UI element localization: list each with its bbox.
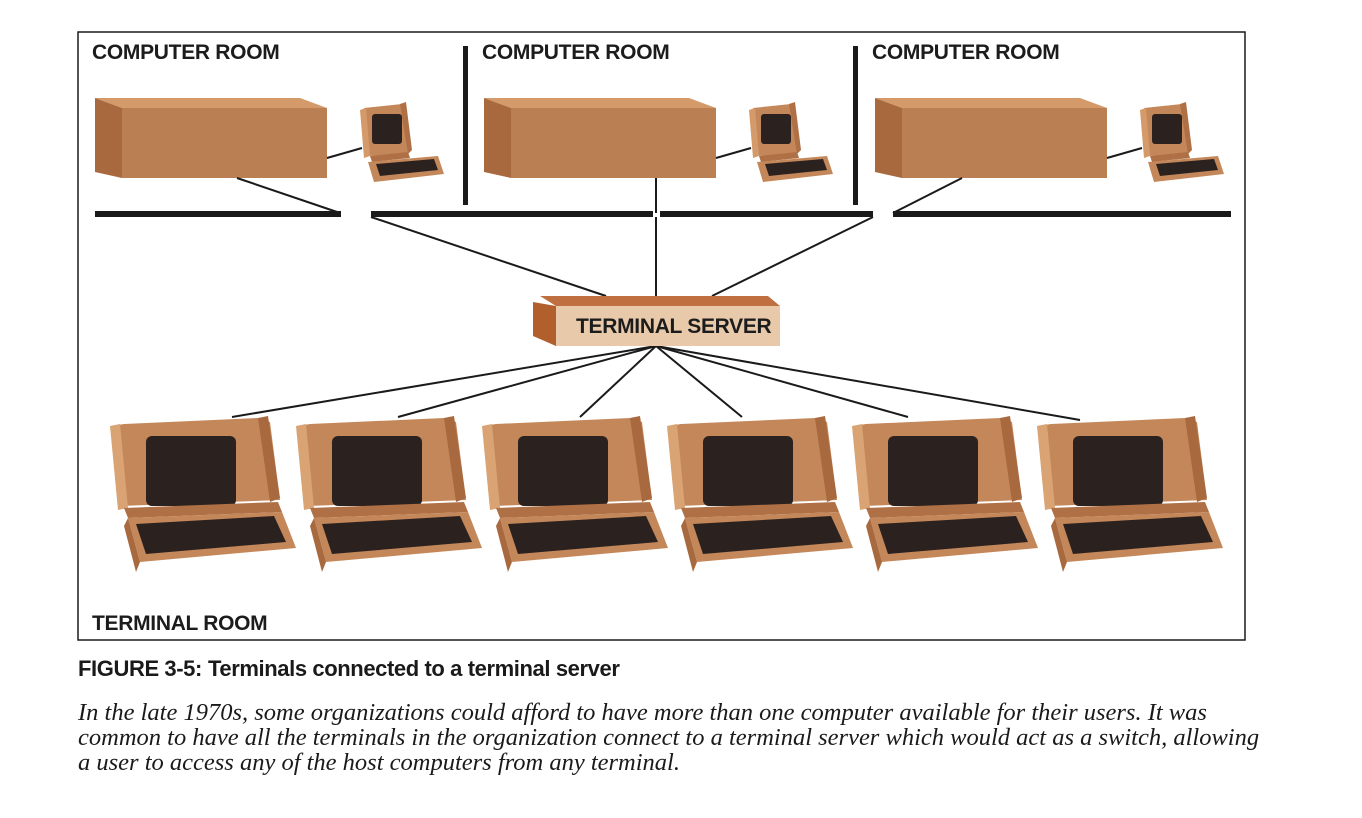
terminal-server-label: TERMINAL SERVER	[576, 315, 772, 338]
room-divider	[853, 46, 858, 205]
figure-number: FIGURE 3-5:	[78, 656, 202, 681]
terminal	[110, 416, 296, 572]
terminal	[1037, 416, 1223, 572]
host-computer	[95, 98, 327, 178]
connection-lines	[370, 216, 874, 297]
console-terminal	[1140, 102, 1224, 182]
terminal	[482, 416, 668, 572]
terminal-server	[533, 296, 780, 346]
room-divider	[463, 46, 468, 205]
bus-line	[660, 211, 873, 217]
terminal	[667, 416, 853, 572]
computer-room-label: COMPUTER ROOM	[482, 41, 669, 64]
diagram-frame	[77, 31, 1246, 641]
host-computer	[484, 98, 716, 178]
console-terminal	[749, 102, 833, 182]
bus-line	[371, 211, 653, 217]
terminal	[852, 416, 1038, 572]
bus-line	[893, 211, 1231, 217]
figure-caption: In the late 1970s, some organizations co…	[78, 699, 1260, 776]
terminal-room-label: TERMINAL ROOM	[92, 612, 267, 635]
figure-title: FIGURE 3-5:Terminals connected to a term…	[78, 656, 620, 682]
computer-room-label: COMPUTER ROOM	[92, 41, 279, 64]
computer-room-label: COMPUTER ROOM	[872, 41, 1059, 64]
connection-lines	[231, 345, 1081, 421]
host-computer	[875, 98, 1107, 178]
connection-lines	[236, 177, 963, 214]
bus-line	[95, 211, 341, 217]
figure-title-text: Terminals connected to a terminal server	[207, 656, 620, 681]
terminal	[296, 416, 482, 572]
console-terminal	[360, 102, 444, 182]
